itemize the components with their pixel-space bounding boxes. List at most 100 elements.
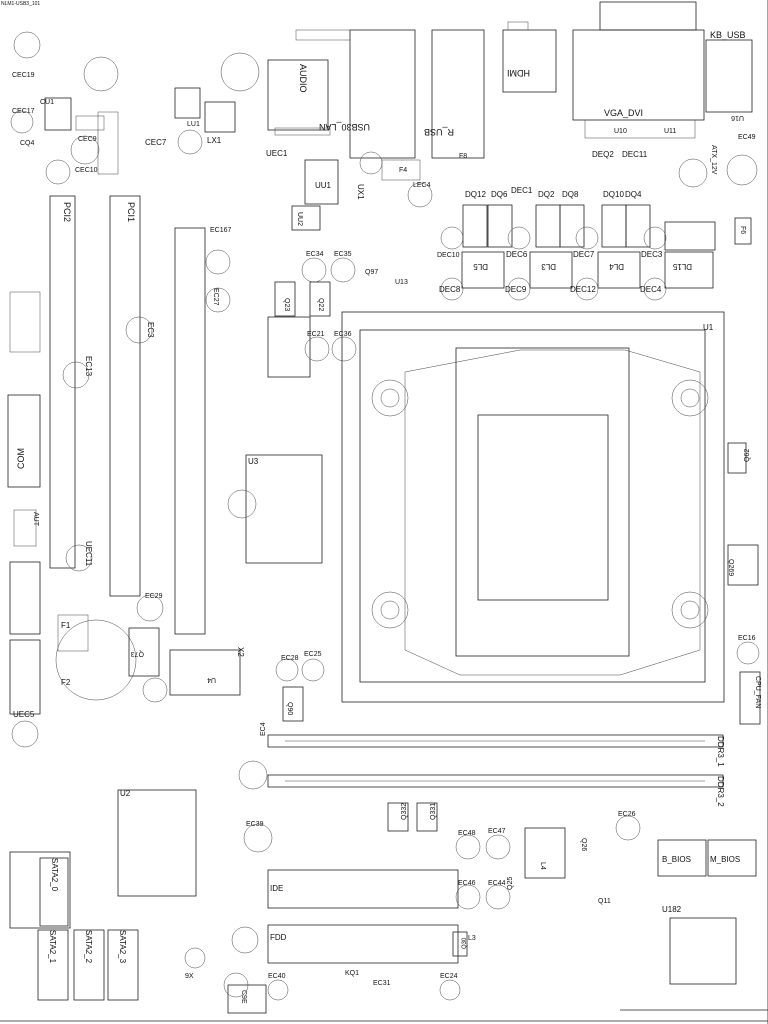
audio-connector: AUDIO [267, 59, 331, 136]
svg-text:Q62: Q62 [744, 449, 751, 462]
svg-text:EC34: EC34 [306, 251, 324, 258]
svg-text:DQ10: DQ10 [603, 190, 624, 199]
svg-text:R_USB: R_USB [424, 127, 454, 137]
svg-text:U10: U10 [614, 128, 627, 135]
svg-text:Q73: Q73 [131, 650, 144, 657]
doc-id: NLM1-USB3_101 [1, 1, 40, 7]
svg-text:COM: COM [16, 448, 26, 469]
svg-text:C9E: C9E [240, 990, 247, 1004]
svg-text:HDMI: HDMI [507, 68, 530, 78]
svg-text:Q97: Q97 [365, 269, 378, 276]
hdmi-connector: HDMI [502, 21, 557, 93]
svg-text:LU1: LU1 [187, 121, 200, 128]
svg-text:U182: U182 [662, 905, 682, 914]
kb-usb-connector: KB_USB U16 EC49 [705, 30, 756, 141]
svg-text:UEC5: UEC5 [13, 710, 35, 719]
svg-text:DQ4: DQ4 [625, 190, 642, 199]
top-mounting-circles [13, 31, 758, 188]
svg-text:UX1: UX1 [356, 184, 365, 200]
svg-text:UEC1: UEC1 [266, 149, 288, 158]
u3-chip: U3 [227, 454, 323, 564]
svg-text:U13: U13 [395, 279, 408, 286]
x2-u4-area: X2 U4 EC28 EC25 Q90 EC4 [142, 647, 325, 736]
svg-text:EC47: EC47 [488, 828, 506, 835]
cpu-power-area: Q23 Q22 EC34 EC35 EC21 EC36 Q97 U13 [267, 251, 408, 378]
svg-text:KQ1: KQ1 [345, 970, 359, 977]
svg-text:IDE: IDE [270, 884, 283, 893]
svg-text:F8: F8 [459, 153, 467, 160]
svg-text:EC25: EC25 [304, 651, 322, 658]
svg-text:DL3: DL3 [541, 262, 556, 271]
ide-fdd-connectors: IDE FDD [223, 869, 459, 998]
vrm-dq-block: DEQ2 DEC11 DQ12 DQ6 DEC1 DQ2 DQ8 DQ10 DQ… [437, 150, 716, 332]
svg-text:Q23: Q23 [283, 298, 290, 311]
svg-text:EC49: EC49 [738, 134, 756, 141]
svg-text:Q332: Q332 [401, 803, 408, 820]
svg-text:Q25: Q25 [507, 877, 514, 890]
vga-dvi-connector: VGA_DVI U10 U11 [572, 1, 705, 139]
svg-text:DQ6: DQ6 [491, 190, 508, 199]
svg-text:CEC10: CEC10 [75, 167, 98, 174]
bottom-center-parts: Q332 Q331 EC48 EC47 EC46 EC44 L4 Q26 Q25… [227, 802, 641, 1014]
svg-text:DEQ2: DEQ2 [592, 150, 614, 159]
svg-text:CQ4: CQ4 [20, 140, 35, 147]
svg-text:EC29: EC29 [145, 593, 163, 600]
svg-text:EC36: EC36 [334, 331, 352, 338]
svg-text:DL5: DL5 [473, 262, 488, 271]
svg-text:AUT: AUT [32, 512, 39, 527]
svg-text:EC35: EC35 [334, 251, 352, 258]
svg-text:PCI1: PCI1 [126, 202, 136, 222]
svg-text:EC31: EC31 [373, 980, 391, 987]
svg-text:LX1: LX1 [207, 136, 222, 145]
svg-text:SATA2_0: SATA2_0 [50, 858, 59, 892]
svg-text:DEC10: DEC10 [437, 252, 460, 259]
bios-block: B_BIOS M_BIOS U182 Q11 [598, 839, 768, 1011]
ddr3-slots: DDR3_1 DDR3_2 [267, 734, 725, 807]
svg-text:EC167: EC167 [210, 227, 232, 234]
sata-connectors: SATA2_0 SATA2_1 SATA2_2 SATA2_3 9X [9, 851, 206, 1001]
svg-text:DQ8: DQ8 [562, 190, 579, 199]
svg-text:CEC7: CEC7 [145, 138, 167, 147]
svg-text:EC28: EC28 [281, 655, 299, 662]
svg-text:KB_USB: KB_USB [710, 30, 746, 40]
svg-text:DEC4: DEC4 [640, 285, 662, 294]
svg-text:F1: F1 [61, 621, 71, 630]
svg-text:SATA2_3: SATA2_3 [118, 930, 127, 964]
svg-text:UU1: UU1 [315, 181, 332, 190]
svg-text:CPU_FAN: CPU_FAN [754, 676, 761, 708]
svg-text:CEC9: CEC9 [78, 136, 97, 143]
svg-text:UEC11: UEC11 [84, 541, 93, 567]
atx12v-label: ATX_12V [710, 145, 717, 175]
svg-text:Q90: Q90 [286, 702, 293, 715]
svg-text:SATA2_2: SATA2_2 [84, 930, 93, 964]
svg-text:EC27: EC27 [212, 288, 219, 306]
svg-text:DEC3: DEC3 [641, 250, 663, 259]
svg-text:EC48: EC48 [458, 830, 476, 837]
svg-text:DEC8: DEC8 [439, 285, 461, 294]
svg-text:B_BIOS: B_BIOS [662, 855, 691, 864]
svg-text:EC24: EC24 [440, 973, 458, 980]
cpu-socket [341, 311, 725, 703]
svg-text:EC44: EC44 [488, 880, 506, 887]
svg-text:F2: F2 [61, 678, 71, 687]
svg-text:PCI2: PCI2 [62, 202, 72, 222]
svg-text:U2: U2 [120, 789, 131, 798]
svg-text:EC40: EC40 [268, 973, 286, 980]
svg-text:L4: L4 [539, 862, 546, 870]
pci-slots: PCI2 PCI1 EC13 UEC11 EC3 EC167 EC27 EC29 [49, 195, 232, 635]
left-top-components: CEC19 CEC17 CU1 CEC9 CEC10 CQ4 [10, 72, 119, 185]
inductor-block: LU1 LX1 CEC7 [145, 87, 236, 155]
com-connector: COM AUT [7, 291, 41, 547]
svg-text:U16: U16 [731, 114, 744, 121]
u2-chip: U2 EC39 [117, 760, 273, 897]
left-lower-connectors: F1 F2 UEC5 Q73 [9, 561, 160, 748]
svg-text:CU1: CU1 [40, 99, 54, 106]
svg-text:U1: U1 [703, 323, 714, 332]
svg-text:X2: X2 [236, 647, 245, 657]
svg-text:LEC4: LEC4 [413, 182, 431, 189]
svg-text:UU2: UU2 [296, 212, 303, 226]
svg-text:USB30_LAN: USB30_LAN [319, 122, 370, 132]
svg-text:DEC11: DEC11 [622, 150, 648, 159]
svg-text:EC21: EC21 [307, 331, 325, 338]
svg-text:SATA2_1: SATA2_1 [48, 930, 57, 964]
